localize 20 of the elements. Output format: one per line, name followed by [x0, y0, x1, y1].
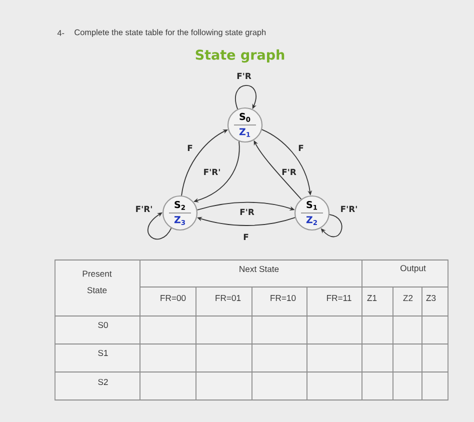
output-label: Z$_{3}$ — [174, 216, 185, 226]
row-header: S1 — [54, 344, 140, 372]
state-name: S$_{0}$ — [240, 112, 250, 122]
column-header: Z2 — [392, 286, 422, 316]
output-label: Z$_{1}$ — [239, 128, 250, 137]
column-header: FR=00 — [140, 286, 196, 316]
column-header: Z1 — [362, 286, 394, 316]
row-header: S2 — [54, 372, 140, 400]
state-name: S$_{2}$ — [174, 200, 185, 210]
column-header: FR=01 — [196, 286, 252, 316]
state-name: S$_{1}$ — [306, 201, 318, 210]
column-header: FR=10 — [252, 286, 308, 316]
question-number: 4- — [57, 30, 64, 36]
diagram-title: State graph — [196, 49, 284, 63]
self-loop-arrow — [235, 84, 257, 110]
question-text: Complete the state table for the following state graph — [74, 29, 266, 37]
column-header: Z3 — [422, 286, 448, 316]
column-header: FR=11 — [306, 286, 362, 316]
row-header: S0 — [54, 316, 140, 344]
output-label: Z$_{2}$ — [306, 216, 317, 225]
